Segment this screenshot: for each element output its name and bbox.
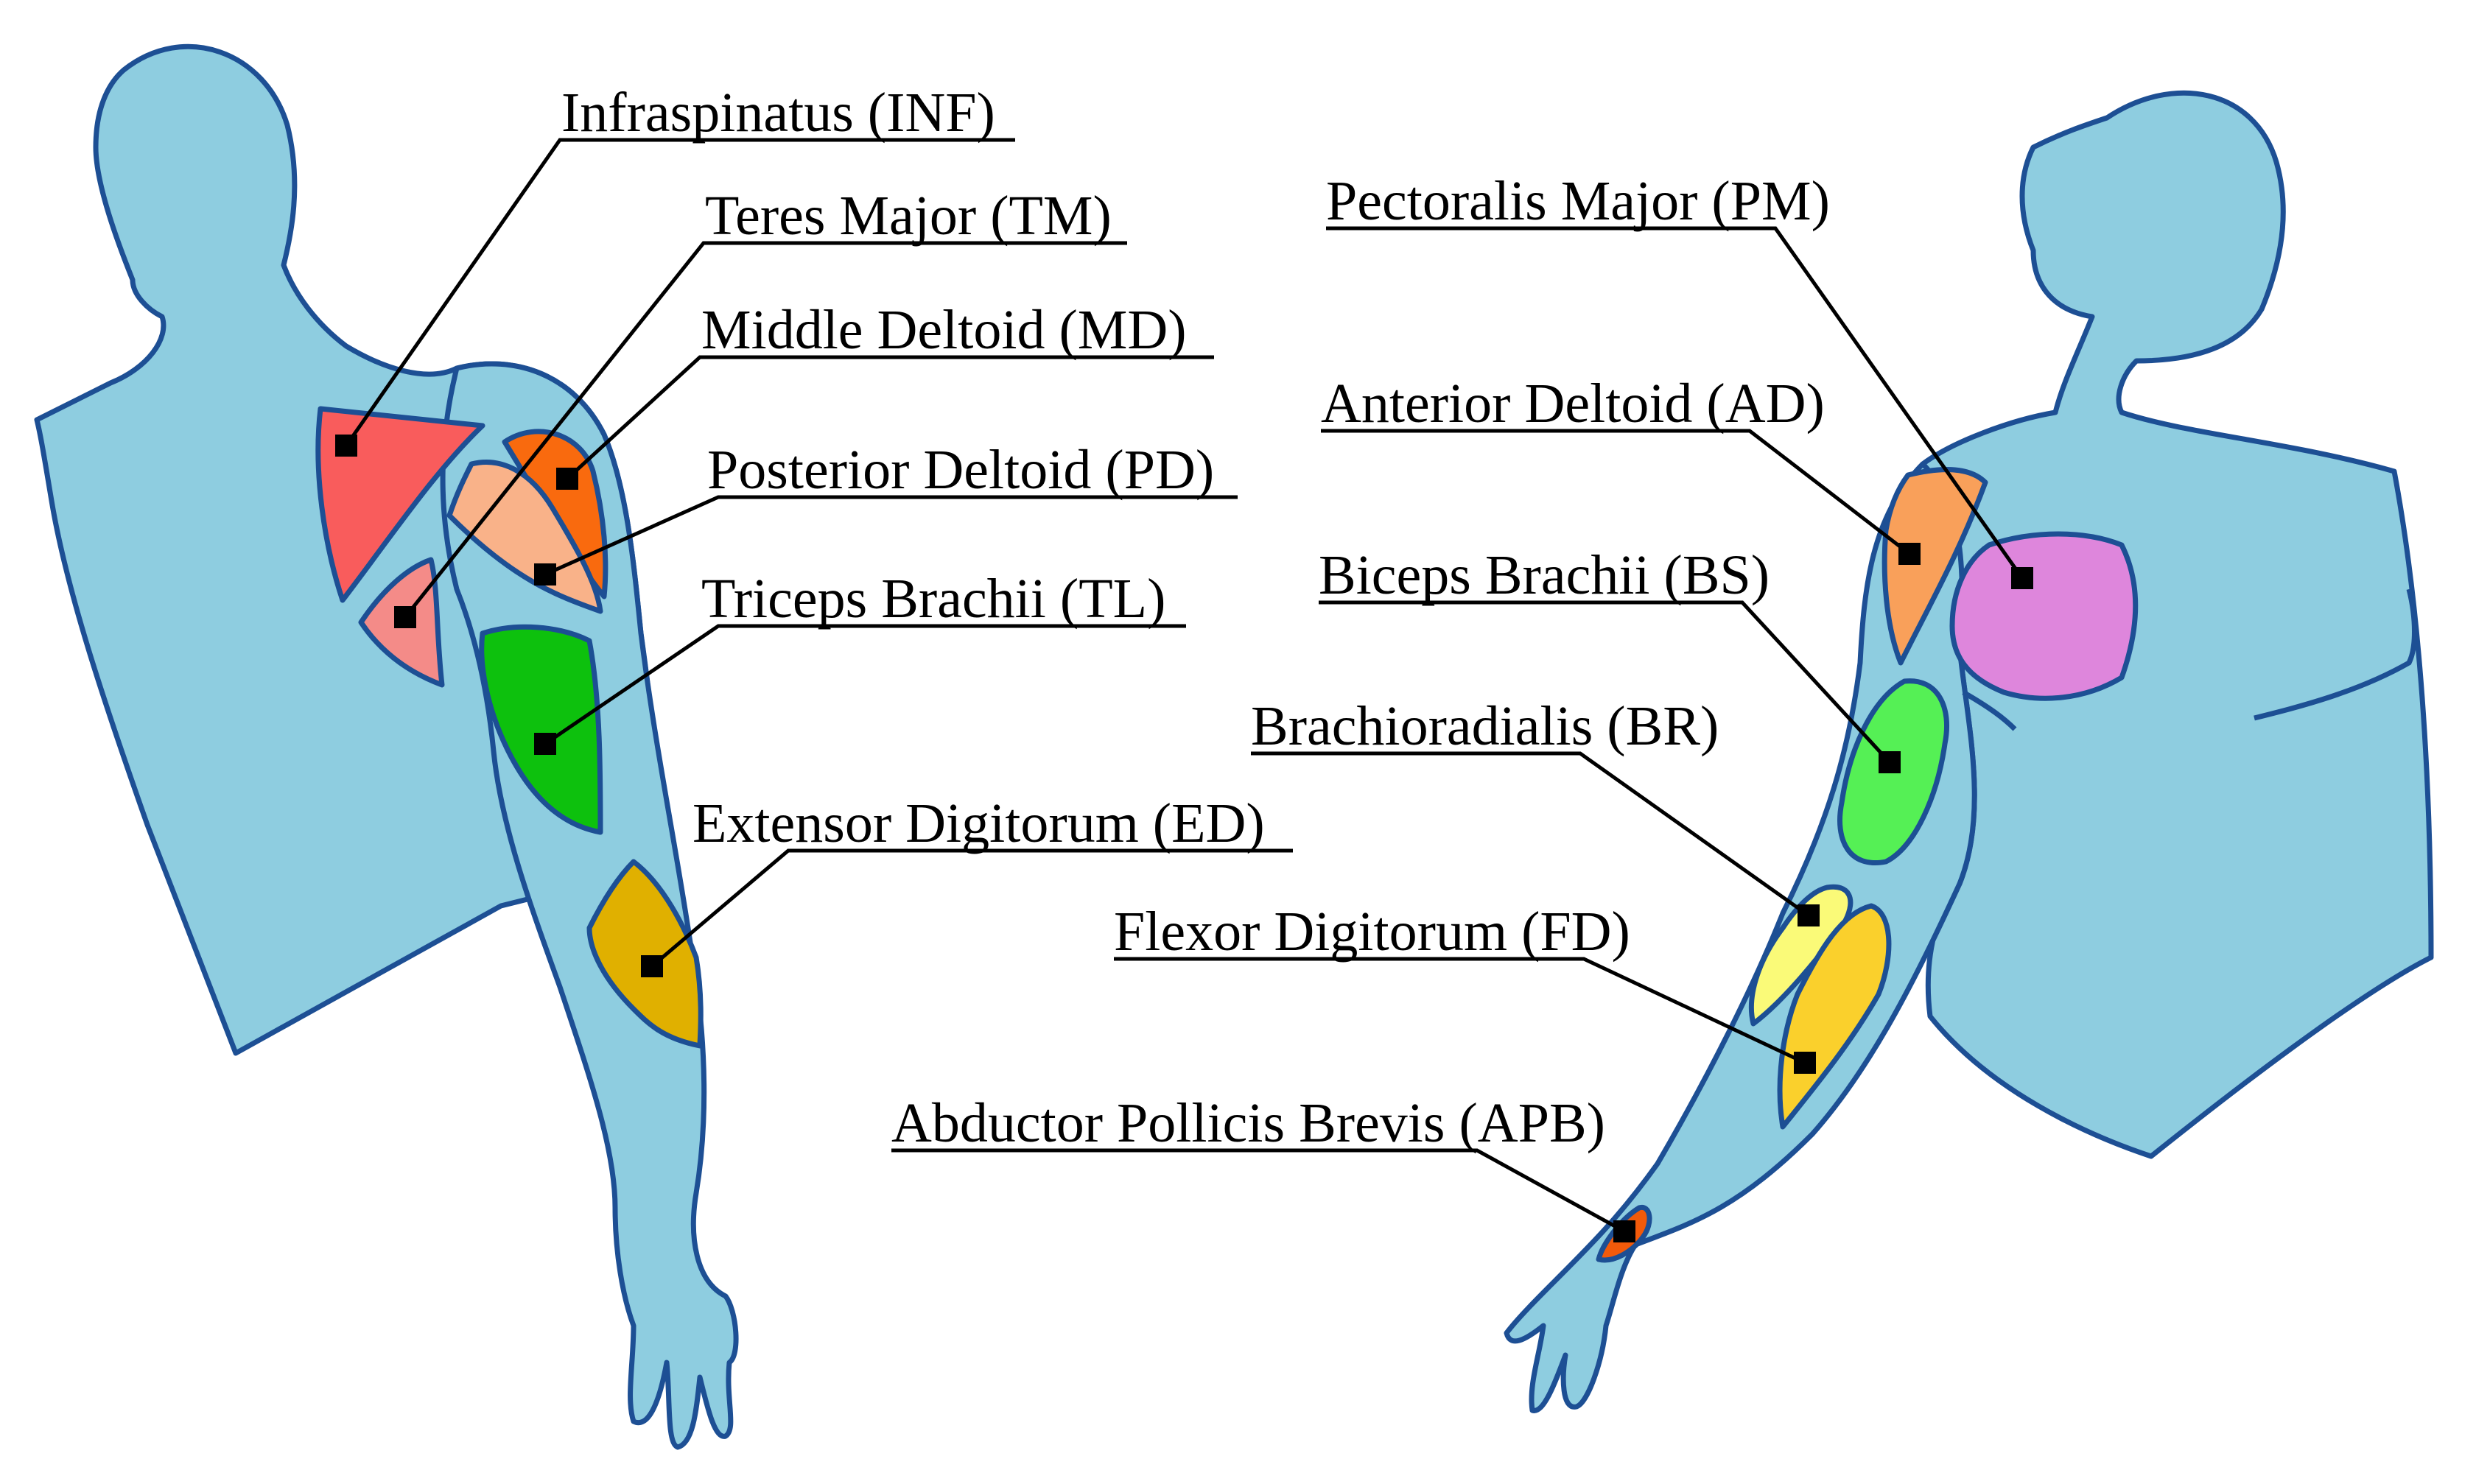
leader-line-br	[1251, 751, 1810, 918]
marker-fd	[1794, 1052, 1816, 1074]
leader-line-tm	[404, 241, 1127, 619]
leader-line-ed	[650, 848, 1293, 968]
marker-ad	[1898, 543, 1921, 565]
leader-line-pd	[544, 495, 1238, 577]
marker-br	[1798, 904, 1820, 926]
muscle-pectoralis-major	[1949, 531, 2139, 701]
label-br: Brachioradialis (BR)	[1251, 695, 1719, 757]
muscle-extensor-digitorum	[586, 859, 704, 1049]
label-ed: Extensor Digitorum (ED)	[692, 792, 1265, 854]
label-pd: Posterior Deltoid (PD)	[707, 439, 1214, 501]
label-pm: Pectoralis Major (PM)	[1326, 170, 1830, 232]
marker-bs	[1879, 751, 1901, 773]
posterior-figure: Infraspinatus (INF) Teres Major (TM) Mid…	[34, 43, 1293, 1450]
leader-line-pm	[1326, 226, 2024, 580]
leader-line-inf	[344, 138, 1015, 447]
torso-contour	[2254, 588, 2417, 721]
anterior-arm	[1504, 461, 1977, 1413]
label-inf: Infraspinatus (INF)	[561, 82, 995, 144]
leader-line-apb	[891, 1148, 1626, 1234]
muscle-brachioradialis	[1748, 884, 1854, 1027]
leader-line-tl	[544, 624, 1186, 746]
label-apb: Abductor Pollicis Brevis (APB)	[891, 1092, 1605, 1154]
label-bs: Biceps Brachii (BS)	[1319, 544, 1770, 606]
label-tm: Teres Major (TM)	[705, 185, 1112, 247]
label-md: Middle Deltoid (MD)	[701, 299, 1187, 361]
label-ad: Anterior Deltoid (AD)	[1321, 373, 1825, 435]
muscle-posterior-deltoid	[446, 460, 603, 614]
marker-apb	[1613, 1220, 1635, 1242]
label-tl: Triceps Brachii (TL)	[701, 568, 1165, 630]
muscle-infraspinatus	[315, 406, 485, 603]
label-fd: Flexor Digitorum (FD)	[1114, 901, 1630, 963]
marker-ed	[641, 955, 663, 977]
anterior-torso	[1920, 90, 2434, 1159]
marker-md	[556, 468, 578, 490]
chest-contour	[1962, 689, 2017, 731]
marker-tl	[534, 733, 556, 755]
leader-line-bs	[1319, 600, 1891, 764]
leader-line-fd	[1114, 957, 1806, 1065]
marker-pd	[534, 563, 556, 585]
marker-tm	[394, 606, 416, 628]
marker-inf	[335, 435, 357, 457]
leader-line-ad	[1321, 429, 1911, 555]
anterior-figure: Pectoralis Major (PM) Anterior Deltoid (…	[891, 90, 2434, 1413]
muscle-anterior-deltoid	[1881, 467, 1988, 666]
muscle-triceps-brachii	[479, 624, 603, 835]
marker-pm	[2011, 567, 2033, 589]
leader-line-md	[566, 355, 1214, 480]
